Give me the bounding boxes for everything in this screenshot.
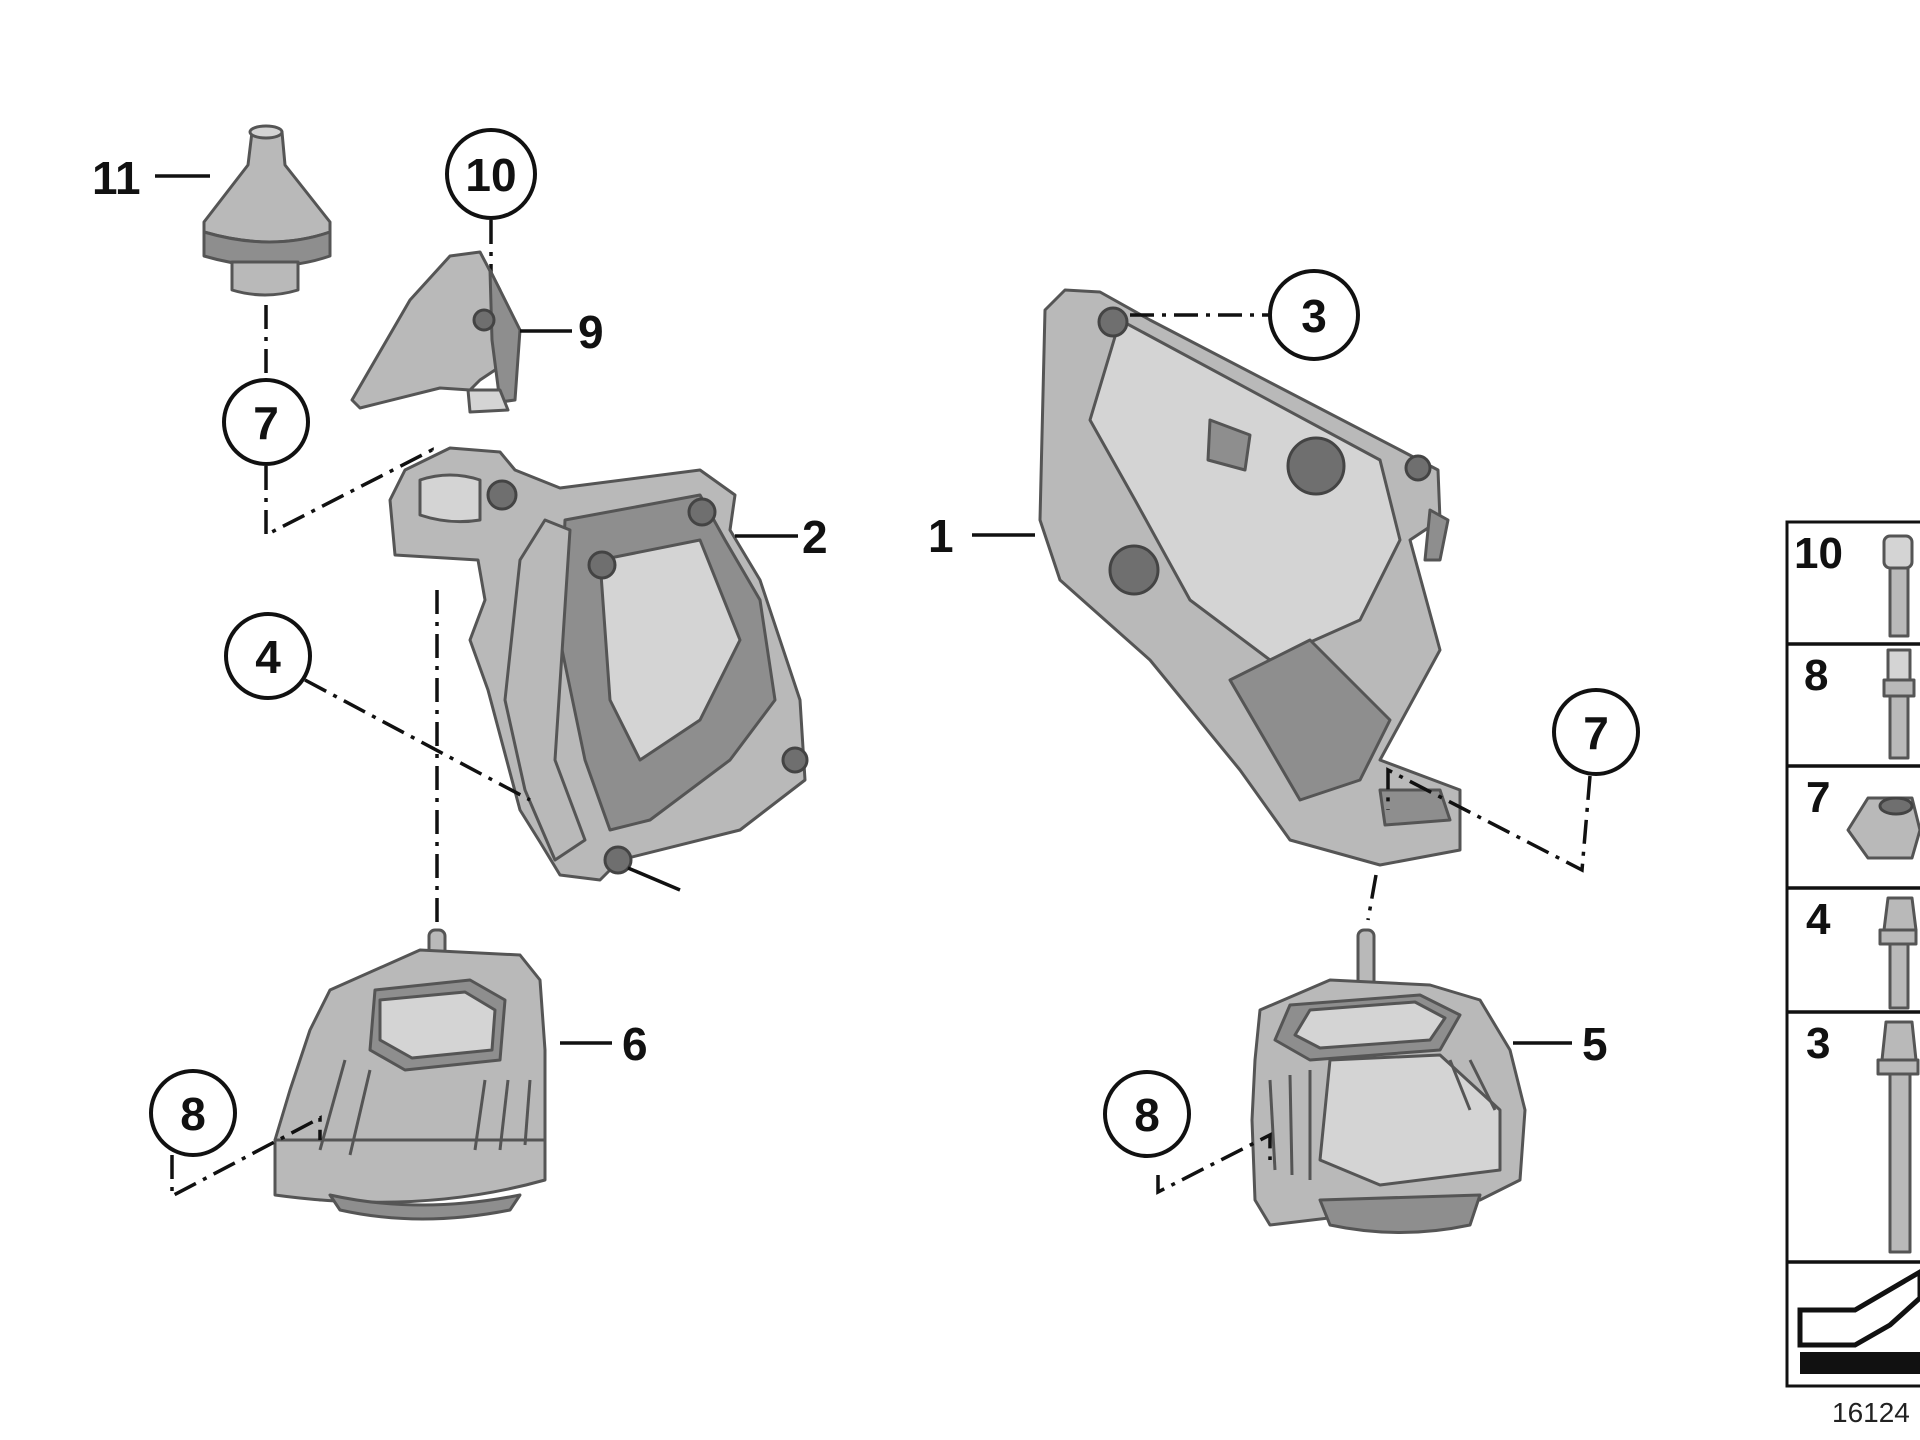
legend-label-8: 8 [1804,651,1828,700]
buffer-part-11[interactable] [202,124,332,297]
dashline-1-5 [1366,874,1378,921]
callout-9: 9 [578,306,604,358]
nut-icon-7 [1846,796,1920,860]
callout-5: 5 [1582,1018,1608,1070]
stud-icon-8 [1882,648,1916,760]
callout-circle-7-left[interactable] [222,378,310,466]
callout-circle-10[interactable] [445,128,537,220]
callout-10: 10 [465,149,516,201]
engine-bracket-part-2[interactable] [388,446,809,882]
legend-label-4: 4 [1806,895,1831,944]
bolt-icon-4 [1878,896,1918,1010]
callout-circle-3[interactable] [1268,269,1360,361]
engine-mount-part-5[interactable] [1250,928,1527,1234]
callout-circle-7-right[interactable] [1552,688,1640,776]
callout-4: 4 [255,631,281,683]
engine-mount-part-6[interactable] [273,928,547,1221]
arrow-icon [1797,1269,1920,1374]
callout-3: 3 [1301,290,1327,342]
callout-circle-8-left[interactable] [149,1069,237,1157]
legend-label-10: 10 [1794,529,1843,578]
callout-1: 1 [928,510,954,562]
callout-6: 6 [622,1018,648,1070]
fastener-legend: 10 8 7 4 3 [1785,520,1920,1388]
callout-2: 2 [802,511,828,563]
bracket-plate-part-1[interactable] [1038,288,1462,867]
bolt-icon-10 [1882,534,1914,638]
dashline-8-right [1156,1132,1272,1195]
callout-circle-8-right[interactable] [1103,1070,1191,1158]
callout-8-right: 8 [1134,1089,1160,1141]
dashline-7-right [1386,767,1592,873]
callout-7-right: 7 [1583,707,1609,759]
callout-8-left: 8 [180,1088,206,1140]
callout-11[interactable]: 11 [92,152,141,204]
legend-label-7: 7 [1806,773,1830,822]
document-id: 16124 [1832,1397,1910,1428]
legend-label-3: 3 [1806,1019,1830,1068]
dashline-8-left [170,1115,322,1199]
callout-circle-4[interactable] [224,612,312,700]
bracket-part-9[interactable] [350,250,522,414]
callout-7-left: 7 [253,397,279,449]
leader-part-2-bolt [627,866,681,892]
bolt-icon-3 [1876,1020,1920,1254]
